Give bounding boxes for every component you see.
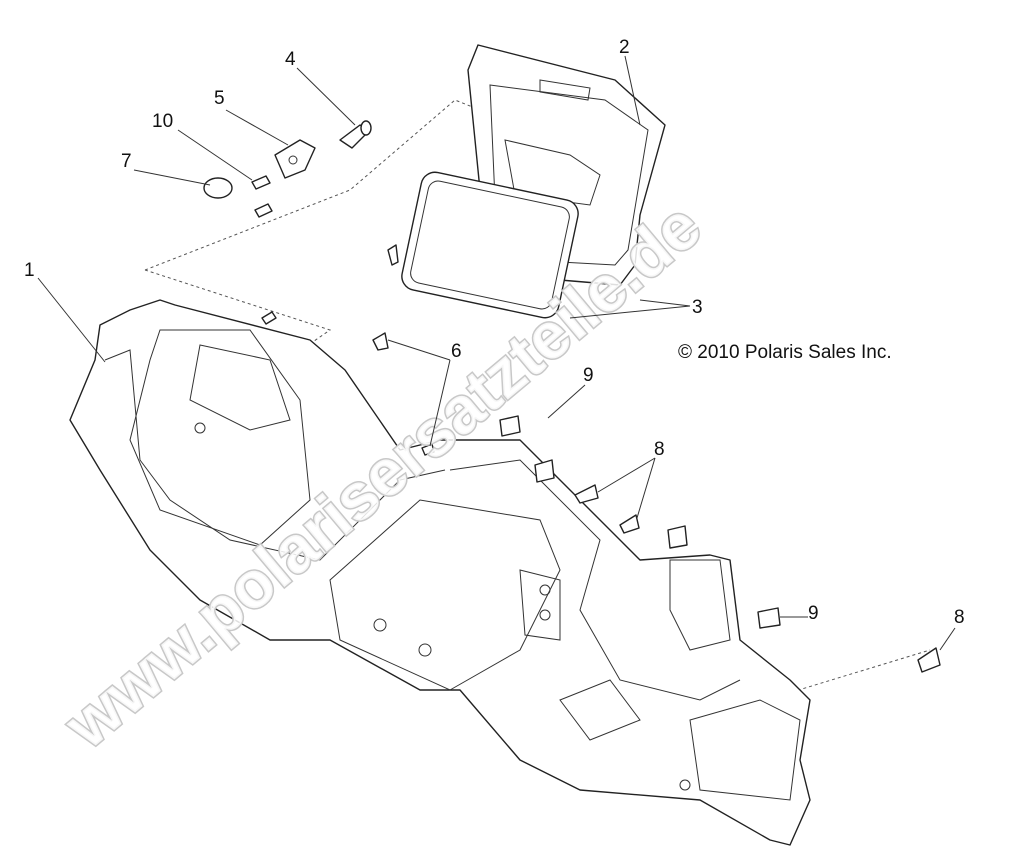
push-rivet-part <box>372 332 389 351</box>
push-rivet-part <box>421 443 435 456</box>
push-rivet-part <box>619 514 640 534</box>
push-rivet-part <box>917 647 941 673</box>
screw-part <box>261 311 277 325</box>
callout-9b: 9 <box>808 603 819 624</box>
callout-9a: 9 <box>583 365 594 386</box>
assembly-line <box>699 649 931 721</box>
callout-2: 2 <box>619 37 630 58</box>
leader-lines <box>37 55 956 651</box>
clip-part <box>757 607 781 629</box>
callout-8a: 8 <box>654 439 665 460</box>
screw-part <box>251 175 271 190</box>
copyright-text: © 2010 Polaris Sales Inc. <box>678 342 892 363</box>
seal-part <box>401 171 579 319</box>
callout-10: 10 <box>152 111 173 132</box>
clip-part <box>534 459 555 483</box>
callout-3: 3 <box>692 297 703 318</box>
assembly-line <box>144 269 332 421</box>
latch-plate-part <box>274 139 316 179</box>
push-rivet-part <box>387 244 399 266</box>
callout-5: 5 <box>214 88 225 109</box>
callout-7: 7 <box>121 151 132 172</box>
clip-part <box>667 525 688 549</box>
dash-panel-part <box>69 299 811 846</box>
assembly-line <box>144 99 581 271</box>
callout-6: 6 <box>451 341 462 362</box>
callout-4: 4 <box>285 49 296 70</box>
push-rivet-part <box>574 484 599 504</box>
clip-part <box>499 415 521 437</box>
screw-part <box>339 120 372 149</box>
callout-1: 1 <box>24 260 35 281</box>
callout-8b: 8 <box>954 607 965 628</box>
bumper-part <box>203 177 233 199</box>
screw-part <box>254 203 273 218</box>
